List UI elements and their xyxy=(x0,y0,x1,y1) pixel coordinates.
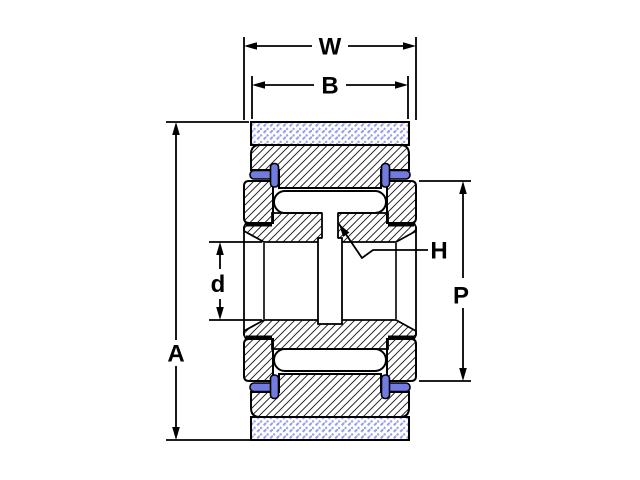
dim-A-extension-lines xyxy=(166,121,268,441)
tire-band-bottom xyxy=(250,416,410,441)
seal-body-bottom-left xyxy=(269,374,280,400)
dim-P-arrow-top xyxy=(459,181,467,194)
seal-body-top-right xyxy=(380,162,391,188)
side-plate-top-left xyxy=(243,180,274,224)
callout-H-leader xyxy=(338,223,428,260)
dim-B-arrow-left xyxy=(252,81,265,89)
dim-label-W: W xyxy=(319,34,342,61)
dim-A-arrow-top xyxy=(172,122,180,135)
side-plate-top-right xyxy=(386,180,417,224)
roller-bottom xyxy=(273,348,387,372)
lube-hole-channel xyxy=(322,211,338,239)
dimension-A xyxy=(166,121,268,441)
dim-B-extension-lines xyxy=(251,76,409,119)
bore-chamfer-edges xyxy=(263,243,397,319)
dimension-W xyxy=(243,37,417,120)
dim-W-extension-lines xyxy=(243,37,417,120)
inner-ring-end-faces xyxy=(243,227,417,335)
dim-W-arrow-left xyxy=(244,42,257,50)
dim-label-P: P xyxy=(453,283,469,310)
dim-label-H: H xyxy=(430,238,447,265)
roller-top xyxy=(273,190,387,214)
dim-label-A: A xyxy=(167,341,184,368)
plate-ring-junctions xyxy=(246,222,414,340)
dim-label-d: d xyxy=(211,271,226,298)
dim-label-B: B xyxy=(321,73,338,100)
seal-body-bottom-right xyxy=(380,374,391,400)
lube-hole-channel-edges xyxy=(321,213,339,238)
seals xyxy=(249,162,411,400)
callout-H-arrow xyxy=(339,224,350,237)
lube-hole-counterbore xyxy=(317,237,343,325)
dim-W-arrow-right xyxy=(403,42,416,50)
tire-band-top xyxy=(250,121,410,146)
dim-d-arrow-bottom xyxy=(216,307,224,320)
dim-P-extension-lines xyxy=(419,180,471,382)
dim-B-arrow-right xyxy=(395,81,408,89)
dimension-B xyxy=(251,76,409,119)
dim-A-arrow-bottom xyxy=(172,427,180,440)
dim-d-extension-lines xyxy=(209,241,262,321)
dimension-P xyxy=(419,180,471,382)
seal-body-top-left xyxy=(269,162,280,188)
dim-P-arrow-bottom xyxy=(459,368,467,381)
dim-d-arrow-top xyxy=(216,242,224,255)
side-plate-bottom-left xyxy=(243,338,274,382)
dimension-d xyxy=(209,241,262,321)
side-plate-bottom-right xyxy=(386,338,417,382)
